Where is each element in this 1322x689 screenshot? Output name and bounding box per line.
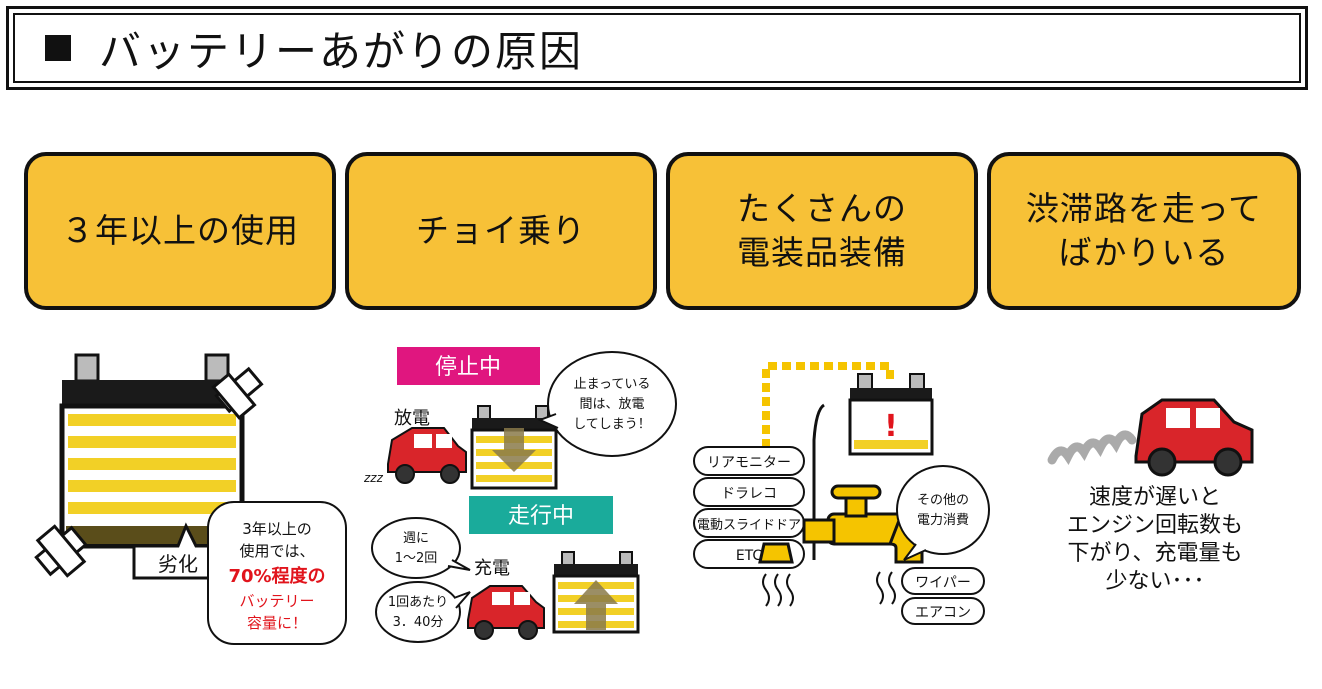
- title-bar: バッテリーあがりの原因: [13, 13, 1301, 83]
- device-list: ワイパー エアコン: [901, 567, 985, 625]
- zzz-label: zzz: [363, 471, 384, 485]
- svg-text:間は、放電: 間は、放電: [579, 397, 644, 412]
- svg-text:ワイパー: ワイパー: [915, 575, 971, 591]
- warning-icon: !: [884, 409, 898, 444]
- arrow-up-icon: [574, 580, 618, 630]
- svg-text:電力消費: 電力消費: [917, 513, 969, 528]
- battery-icon: !: [848, 373, 934, 456]
- svg-text:停止中: 停止中: [435, 355, 501, 380]
- svg-text:3．40分: 3．40分: [393, 615, 444, 630]
- car-icon: [467, 585, 545, 640]
- svg-text:エンジン回転数も: エンジン回転数も: [1067, 513, 1243, 538]
- svg-text:電動スライドドア: 電動スライドドア: [697, 518, 801, 533]
- svg-text:少ない･･･: 少ない･･･: [1105, 569, 1204, 594]
- speech-bubble-icon: その他の 電力消費: [896, 465, 990, 561]
- charge-label: 充電: [474, 558, 510, 579]
- car-icon: [387, 427, 467, 484]
- run-banner: 走行中: [469, 496, 613, 534]
- cause-card-equipment: たくさんの 電装品装備: [666, 152, 978, 310]
- svg-text:速度が遅いと: 速度が遅いと: [1089, 485, 1221, 510]
- svg-text:ETC: ETC: [736, 548, 763, 564]
- svg-text:1回あたり: 1回あたり: [388, 595, 448, 610]
- pipe-line: [812, 403, 825, 560]
- svg-text:エアコン: エアコン: [915, 605, 971, 621]
- bandage-icon: [211, 366, 264, 420]
- bandage-icon: [34, 524, 88, 578]
- cause-card-traffic: 渋滞路を走って ばかりいる: [987, 152, 1301, 310]
- stop-banner: 停止中: [397, 347, 540, 385]
- page-title: バッテリーあがりの原因: [99, 26, 584, 76]
- dotted-pipe: [762, 362, 894, 448]
- svg-text:ドラレコ: ドラレコ: [721, 486, 777, 502]
- car-icon: [1134, 398, 1254, 477]
- svg-text:リアモニター: リアモニター: [707, 455, 791, 471]
- water-drip-icon: [762, 571, 896, 607]
- svg-text:週に: 週に: [403, 531, 429, 546]
- cause-card-age: ３年以上の使用: [24, 152, 336, 310]
- cause-card-short-trips: チョイ乗り: [345, 152, 657, 310]
- svg-text:70%程度の: 70%程度の: [228, 565, 325, 587]
- svg-text:容量に！: 容量に！: [247, 614, 307, 632]
- svg-text:走行中: 走行中: [508, 504, 574, 529]
- speech-bubble-icon: 1回あたり 3．40分: [375, 581, 471, 643]
- svg-text:1～2回: 1～2回: [395, 551, 438, 566]
- svg-text:下がり、充電量も: 下がり、充電量も: [1067, 541, 1242, 566]
- svg-text:止まっている: 止まっている: [574, 377, 651, 392]
- exhaust-icon: [1047, 430, 1137, 465]
- svg-text:してしまう！: してしまう！: [573, 417, 651, 432]
- svg-text:3年以上の: 3年以上の: [242, 520, 312, 538]
- speech-bubble-icon: 週に 1～2回: [371, 517, 471, 579]
- title-square-icon: [45, 35, 71, 61]
- arrow-down-icon: [492, 428, 536, 472]
- svg-text:使用では、: 使用では、: [239, 542, 314, 560]
- svg-text:バッテリー: バッテリー: [239, 592, 314, 610]
- traffic-caption: 速度が遅いと エンジン回転数も 下がり、充電量も 少ない･･･: [1067, 485, 1243, 594]
- speech-bubble-icon: 3年以上の 使用では、 70%程度の バッテリー 容量に！: [207, 501, 347, 645]
- svg-text:劣化: 劣化: [158, 552, 198, 576]
- speech-bubble-icon: 止まっている 間は、放電 してしまう！: [537, 351, 677, 457]
- title-frame: バッテリーあがりの原因: [6, 6, 1308, 90]
- svg-text:その他の: その他の: [917, 493, 969, 508]
- discharge-label: 放電: [394, 408, 430, 429]
- battery-icon: [59, 353, 245, 549]
